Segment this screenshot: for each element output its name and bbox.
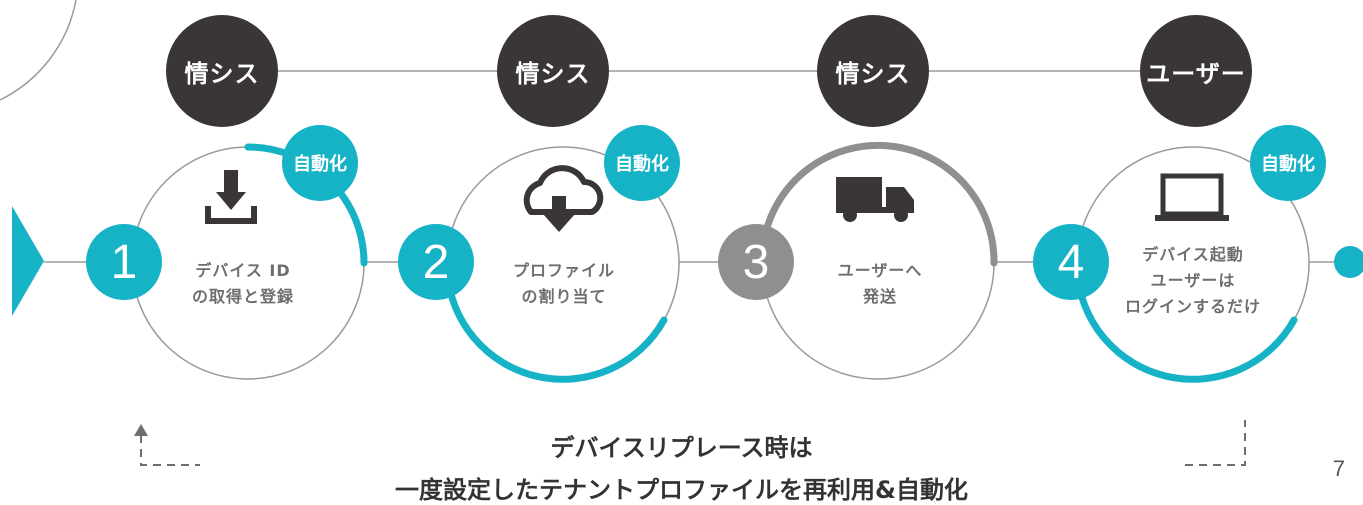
caption-line-1: デバイスリプレース時は (550, 434, 813, 462)
step-1-label: デバイス ID の取得と登録 (191, 261, 294, 306)
automation-badge-2: 自動化 (604, 125, 680, 201)
step-4-number: 4 (1033, 224, 1109, 300)
role-circle-4: ユーザー (1140, 15, 1252, 127)
return-arrow-head (134, 424, 148, 436)
laptop-icon (1155, 173, 1229, 221)
role-circle-2: 情シス (497, 15, 609, 127)
step-3-label: ユーザーへ 発送 (837, 261, 923, 306)
role-label: ユーザー (1146, 59, 1246, 88)
step-3-progress-arc (760, 141, 998, 267)
step-1-number: 1 (86, 224, 162, 300)
download-icon (205, 170, 257, 224)
automation-badge-label: 自動化 (1261, 154, 1315, 175)
role-label: 情シス (184, 59, 260, 88)
automation-badge-label: 自動化 (615, 154, 669, 175)
automation-badge-1: 自動化 (282, 125, 358, 201)
step-2-progress-arc (443, 266, 668, 383)
return-bracket-right (1185, 420, 1246, 466)
decorative-arc (0, 0, 77, 101)
step-2-label: プロファイル の割り当て (512, 261, 615, 306)
step-2-number: 2 (398, 224, 474, 300)
step-4-progress-arc (1073, 266, 1298, 383)
automation-badge-4: 自動化 (1250, 125, 1326, 201)
page-number: 7 (1332, 456, 1345, 481)
caption-line-2: 一度設定したテナントプロファイルを再利用&自動化 (395, 476, 968, 504)
return-bracket-left (140, 435, 200, 466)
step-4-label: デバイス起動 ユーザーは ログインするだけ (1124, 245, 1261, 316)
role-circle-1: 情シス (166, 15, 278, 127)
role-circle-3: 情シス (817, 15, 929, 127)
truck-icon (836, 177, 914, 222)
role-label: 情シス (515, 59, 591, 88)
start-arrow (12, 206, 44, 316)
end-dot (1334, 246, 1363, 278)
cloud-download-icon (523, 165, 604, 232)
step-3-number: 3 (718, 224, 794, 300)
role-label: 情シス (835, 59, 911, 88)
automation-badge-label: 自動化 (293, 154, 347, 175)
